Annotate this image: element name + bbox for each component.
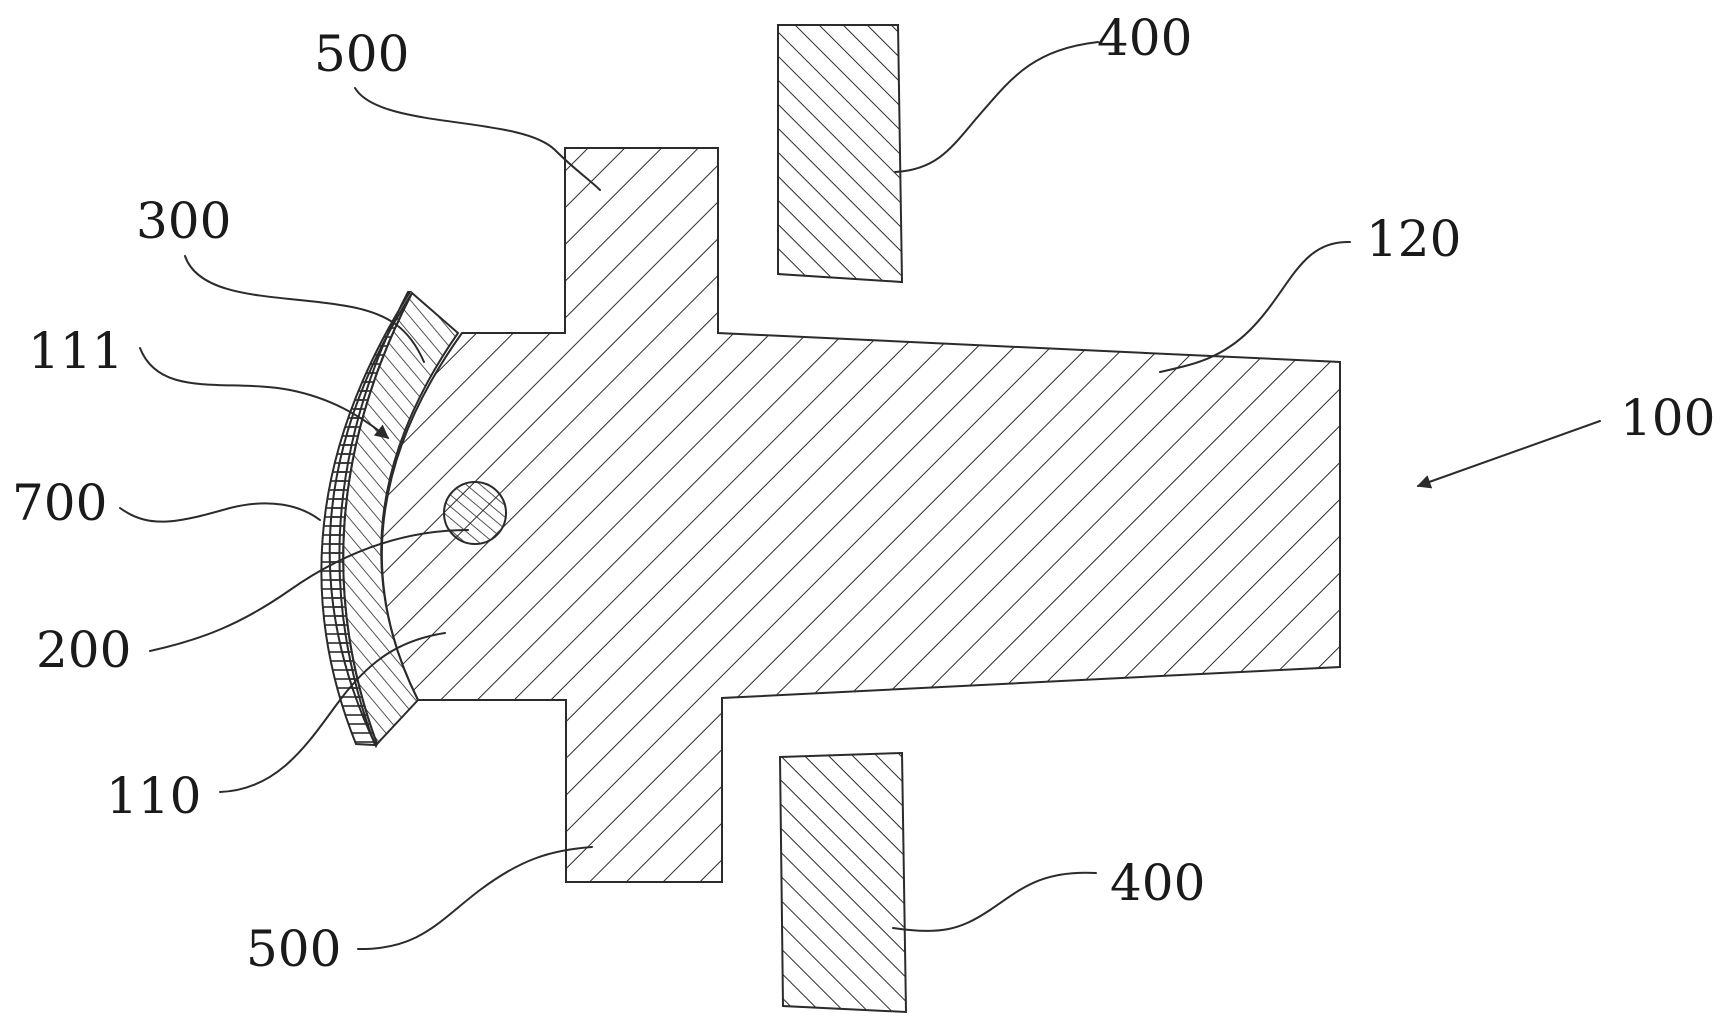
leader-111 (139, 347, 390, 439)
leader-120 (1159, 240, 1351, 373)
label-100: 100 (1620, 389, 1715, 447)
leader-110 (219, 632, 446, 793)
leader-500-bottom (357, 846, 593, 951)
label-500-bottom: 500 (246, 920, 341, 978)
leader-500-top (354, 87, 601, 191)
outer-pad-rim (320, 291, 412, 747)
label-700: 700 (12, 474, 107, 532)
leader-200 (149, 529, 469, 652)
label-500-top: 500 (314, 25, 409, 83)
leader-300 (184, 255, 425, 363)
label-200: 200 (36, 621, 131, 679)
magnet-top (777, 24, 904, 284)
pin (443, 481, 507, 545)
label-111: 111 (28, 322, 123, 380)
label-400-top: 400 (1097, 9, 1192, 67)
leader-400-bottom (892, 871, 1097, 932)
label-120: 120 (1366, 210, 1461, 268)
label-300: 300 (136, 192, 231, 250)
arrow-100 (1416, 420, 1601, 489)
leader-700 (119, 502, 321, 523)
magnet-bottom (778, 751, 908, 1014)
label-110: 110 (106, 767, 201, 825)
label-400-bottom: 400 (1110, 854, 1205, 912)
leader-400-top (894, 41, 1099, 173)
